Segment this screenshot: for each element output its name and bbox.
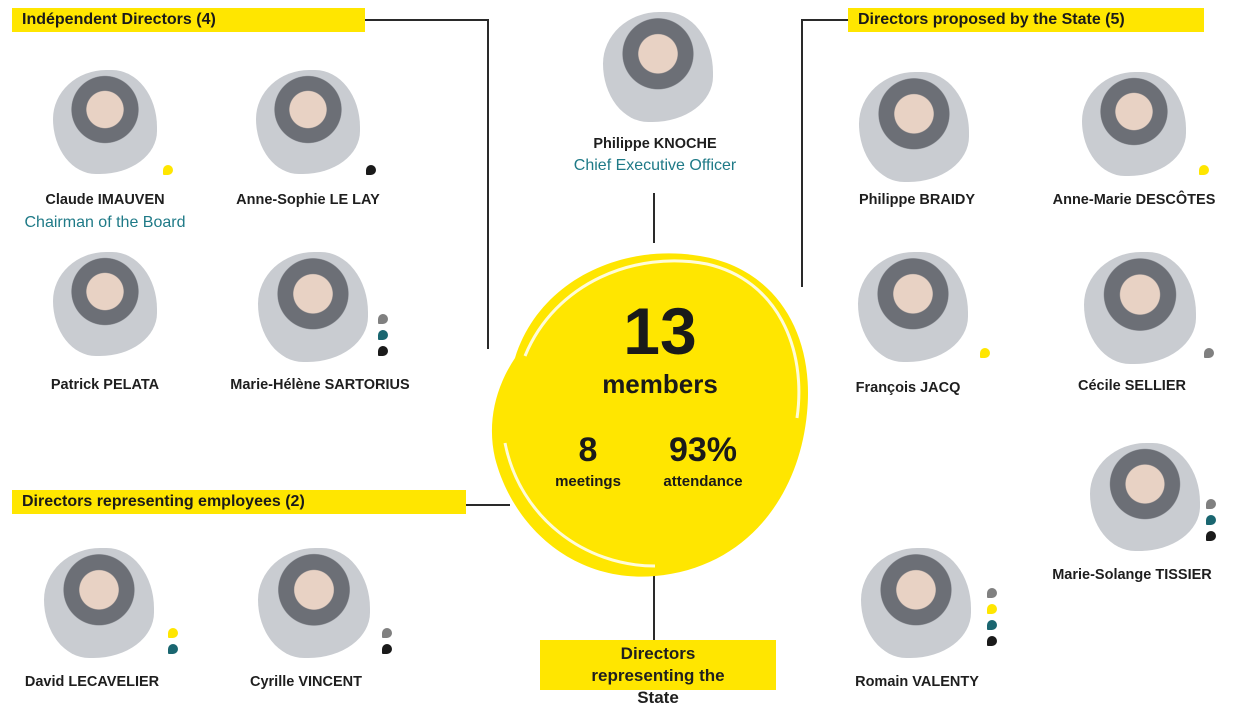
person-role: Chief Executive Officer [573,157,737,174]
portrait-photo [44,548,154,658]
committee-dot-yellow [980,348,990,358]
committee-dot-grey [987,588,997,598]
committee-dot-teal [987,620,997,630]
person-name: David LECAVELIER [24,674,160,690]
committee-dot-teal [168,644,178,654]
person-name: Cyrille VINCENT [250,674,362,690]
connector-state-rep-v [653,575,655,641]
members-count: 13 [623,294,697,368]
committee-dots [1199,165,1209,181]
portrait-photo [258,548,370,658]
committee-dot-grey [382,628,392,638]
committee-dot-grey [378,314,388,324]
committee-dot-black [382,644,392,654]
attendance-value: 93% [668,431,738,469]
committee-dots [163,165,173,181]
committee-dots [168,628,178,660]
person-name: François JACQ [855,380,961,396]
portrait-photo [1082,72,1186,176]
committee-dot-yellow [163,165,173,175]
person-name: Philippe KNOCHE [593,136,717,152]
attendance-label: attendance [663,473,743,490]
committee-dots [382,628,392,660]
committee-dot-teal [378,330,388,340]
connector-state-v [801,19,803,287]
members-label: members [602,369,718,399]
committee-dot-grey [1206,499,1216,509]
group-label-employees: Directors representing employees (2) [12,490,466,514]
committee-dots [378,314,388,362]
portrait-photo [858,252,968,362]
connector-independent-v [487,19,489,349]
connector-independent-h [365,19,489,21]
group-label-state-proposed: Directors proposed by the State (5) [848,8,1204,32]
portrait-photo [258,252,368,362]
person-name: Cécile SELLIER [1078,378,1186,394]
meetings-label: meetings [555,473,621,490]
connector-employees-h [466,504,510,506]
portrait-photo [861,548,971,658]
portrait-photo [603,12,713,122]
committee-dot-yellow [168,628,178,638]
person-name: Anne-Sophie LE LAY [236,192,380,208]
portrait-photo [1090,443,1200,551]
group-label-state-representing-text: Directors representing the State [591,644,725,707]
committee-dots [1204,348,1214,364]
portrait-photo [256,70,360,174]
committee-dots [980,348,990,364]
person-role: Chairman of the Board [24,214,186,231]
group-label-independent: Indépendent Directors (4) [12,8,365,32]
committee-dot-grey [1204,348,1214,358]
committee-dot-yellow [987,604,997,614]
person-name: Romain VALENTY [855,674,979,690]
portrait-photo [53,70,157,174]
committee-dot-teal [1206,515,1216,525]
portrait-photo [859,72,969,182]
committee-dot-black [378,346,388,356]
committee-dots [1206,499,1216,547]
group-label-state-representing: Directors representing the State [540,640,776,707]
summary-blob [491,253,809,577]
portrait-photo [53,252,157,356]
meetings-count: 8 [578,431,598,469]
committee-dot-black [1206,531,1216,541]
committee-dots [987,588,997,652]
connector-state-h [801,19,851,21]
committee-dots [366,165,376,181]
person-name: Patrick PELATA [50,377,160,393]
committee-dot-yellow [1199,165,1209,175]
connector-ceo-v [653,193,655,243]
person-name: Philippe BRAIDY [858,192,975,208]
person-name: Marie-Hélène SARTORIUS [230,377,410,393]
committee-dot-black [366,165,376,175]
portrait-photo [1084,252,1196,364]
person-name: Anne-Marie DESCÔTES [1052,192,1216,208]
person-name: Marie-Solange TISSIER [1052,567,1212,583]
committee-dot-black [987,636,997,646]
person-name: Claude IMAUVEN [45,192,165,208]
